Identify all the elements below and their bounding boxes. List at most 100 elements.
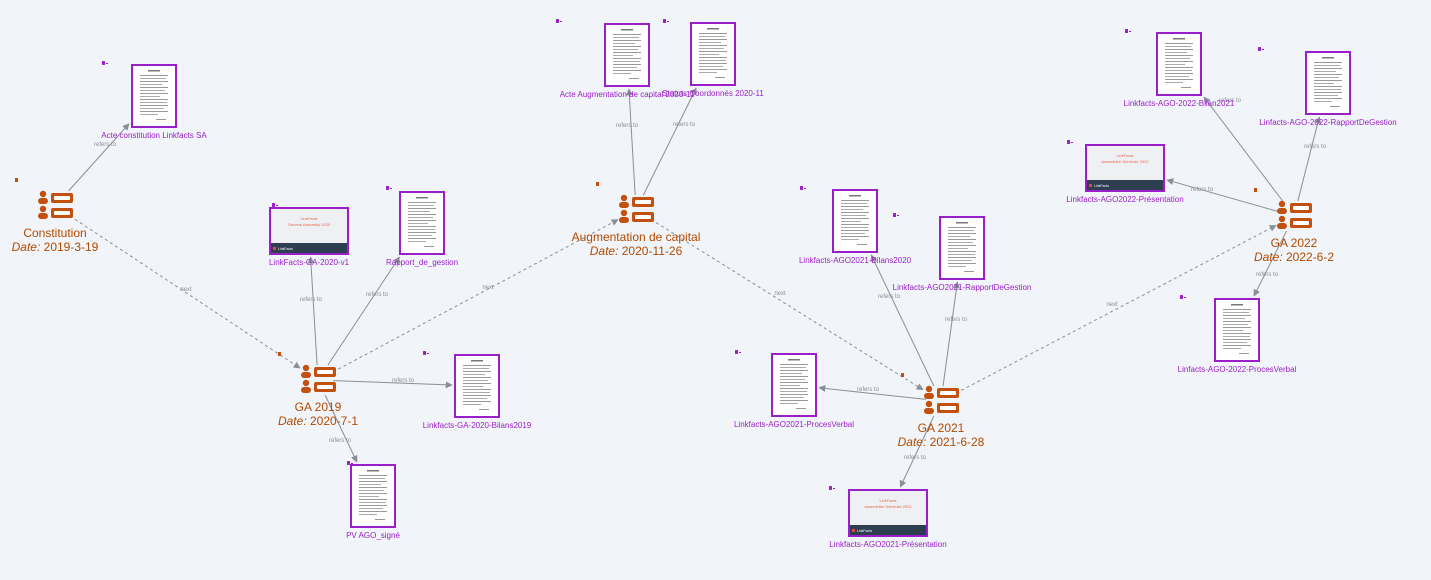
edge-label: refers to [1219, 98, 1242, 104]
document-label[interactable]: LinkFacts-GA-2020-v1 [269, 258, 350, 267]
edge-label: refers to [1191, 187, 1214, 193]
document-label[interactable]: Linkfacts-GA-2020-Bilans2019 [423, 421, 532, 430]
document-thumbnail [832, 189, 878, 253]
event-date-value: 2021-6-28 [926, 435, 984, 449]
document-label[interactable]: Linfacts-AGO-2022-RapportDeGestion [1259, 118, 1396, 127]
document-badge-icon [347, 461, 353, 465]
edge-constitution-acte-constitution[interactable]: refers to [68, 123, 130, 192]
event-date: Date: 2021-6-28 [898, 435, 985, 449]
edge-ga2019-augmentation[interactable]: next [332, 219, 619, 373]
edge-ga2019-rapport-de-gestion[interactable]: refers to [327, 256, 400, 366]
edge-augmentation-ga2021[interactable]: next [650, 218, 924, 391]
document-node-ago2022-rapportdegestion[interactable]: Linfacts-AGO-2022-RapportDeGestion [1258, 47, 1397, 127]
document-label[interactable]: Linkfacts-AGO2021-Présentation [829, 540, 946, 549]
document-thumbnail [399, 191, 445, 255]
document-badge-icon [829, 486, 835, 490]
document-label[interactable]: Acte Augmentation de capital 2020-11 [560, 90, 695, 99]
edge-ga2021-ago2021-procesverbal[interactable]: refers to [818, 384, 927, 400]
edge-augmentation-statuts-coordonnes[interactable]: refers to [642, 87, 697, 196]
document-thumbnail [604, 23, 650, 87]
edge-ga2019-pv-ago-signe[interactable]: refers to [324, 394, 358, 463]
edge-line [870, 254, 935, 387]
document-badge-icon [1180, 295, 1186, 299]
document-label[interactable]: Rapport_de_gestion [386, 258, 458, 267]
event-title: Augmentation de capital [572, 230, 701, 244]
edge-ga2022-ago2022-rapportdegestion[interactable]: refers to [1297, 116, 1327, 202]
document-thumbnail [1214, 298, 1260, 362]
document-label[interactable]: Linkfacts-AGO-2022-Bilan2021 [1124, 99, 1235, 108]
document-label[interactable]: Statuts Coordonnés 2020-11 [662, 89, 764, 98]
edge-label: refers to [94, 142, 117, 148]
slide-title: LinkFacts [1116, 153, 1133, 158]
edge-line [1166, 178, 1280, 213]
slide-footer: LinkFacts [857, 529, 872, 533]
document-label[interactable]: Linkfacts-AGO2021-RapportDeGestion [893, 283, 1032, 292]
document-thumbnail [131, 64, 177, 128]
event-date-prefix: Date: [12, 240, 41, 254]
document-node-linkfacts-ga-2020-bilans2019[interactable]: Linkfacts-GA-2020-Bilans2019 [423, 351, 532, 430]
document-badge-icon [272, 203, 278, 207]
slide-title: LinkFacts [879, 498, 896, 503]
document-badge-icon [1067, 140, 1073, 144]
document-label[interactable]: Linfacts-AGO-2022-ProcesVerbal [1178, 365, 1297, 374]
event-date: Date: 2020-11-26 [590, 244, 683, 258]
edge-ga2022-ago2022-bilan2021[interactable]: refers to [1203, 96, 1284, 202]
edge-ga2021-ago2021-bilans2020[interactable]: refers to [870, 254, 935, 387]
document-label[interactable]: Linkfacts-AGO2021-ProcesVerbal [734, 420, 854, 429]
edge-constitution-ga2019[interactable]: next [69, 215, 301, 369]
edge-label: next [1106, 302, 1118, 308]
event-date-prefix: Date: [1254, 250, 1283, 264]
edge-ga2021-ago2021-presentation[interactable]: refers to [899, 415, 935, 488]
document-node-pv-ago-signe[interactable]: PV AGO_signé [346, 461, 400, 540]
document-thumbnail [1305, 51, 1351, 115]
document-node-ago2021-procesverbal[interactable]: Linkfacts-AGO2021-ProcesVerbal [734, 350, 854, 429]
document-node-ago2021-bilans2020[interactable]: Linkfacts-AGO2021-Bilans2020 [799, 186, 912, 265]
edge-ga2021-ago2021-rapportdegestion[interactable]: refers to [942, 281, 968, 387]
document-node-ago2022-bilan2021[interactable]: Linkfacts-AGO-2022-Bilan2021 [1124, 29, 1235, 108]
edge-label: refers to [1304, 144, 1327, 150]
documents-layer: Acte constitution Linkfacts SALinkFactsG… [101, 19, 1397, 549]
document-label[interactable]: Acte constitution Linkfacts SA [101, 131, 207, 140]
document-node-ago2022-procesverbal[interactable]: Linfacts-AGO-2022-ProcesVerbal [1178, 295, 1297, 374]
event-date-value: 2022-6-2 [1283, 250, 1335, 264]
document-node-acte-constitution[interactable]: Acte constitution Linkfacts SA [101, 61, 207, 140]
document-label[interactable]: Linkfacts-AGO2022-Présentation [1066, 195, 1183, 204]
edge-augmentation-acte-augmentation[interactable]: refers to [616, 88, 639, 196]
edge-label: next [482, 285, 494, 291]
document-node-ago2021-rapportdegestion[interactable]: Linkfacts-AGO2021-RapportDeGestion [893, 213, 1032, 292]
edge-line [1297, 116, 1322, 202]
event-badge-icon [596, 182, 599, 186]
edge-label: refers to [392, 378, 415, 384]
document-thumbnail [454, 354, 500, 418]
edge-line [625, 88, 636, 196]
edge-ga2022-ago2022-procesverbal[interactable]: refers to [1253, 230, 1287, 297]
document-label[interactable]: Linkfacts-AGO2021-Bilans2020 [799, 256, 912, 265]
document-node-acte-augmentation[interactable]: Acte Augmentation de capital 2020-11 [556, 19, 695, 99]
edge-ga2022-ago2022-presentation[interactable]: refers to [1166, 178, 1280, 213]
document-badge-icon [800, 186, 806, 190]
edge-ga2019-linkfacts-ga-2020-v1[interactable]: refers to [300, 256, 323, 366]
document-node-rapport-de-gestion[interactable]: Rapport_de_gestion [386, 186, 458, 267]
event-title: GA 2019 [295, 400, 342, 414]
document-label[interactable]: PV AGO_signé [346, 531, 400, 540]
event-date-prefix: Date: [590, 244, 619, 258]
edge-label: refers to [366, 292, 389, 298]
document-node-statuts-coordonnes[interactable]: Statuts Coordonnés 2020-11 [662, 19, 764, 98]
edge-line [642, 87, 697, 196]
slide-subtitle: Assemblée Générale 2021 [864, 504, 912, 509]
edge-ga2019-linkfacts-ga-2020-bilans2019[interactable]: refers to [332, 378, 453, 389]
edge-label: refers to [945, 317, 968, 323]
edge-ga2021-ga2022[interactable]: next [955, 224, 1277, 394]
